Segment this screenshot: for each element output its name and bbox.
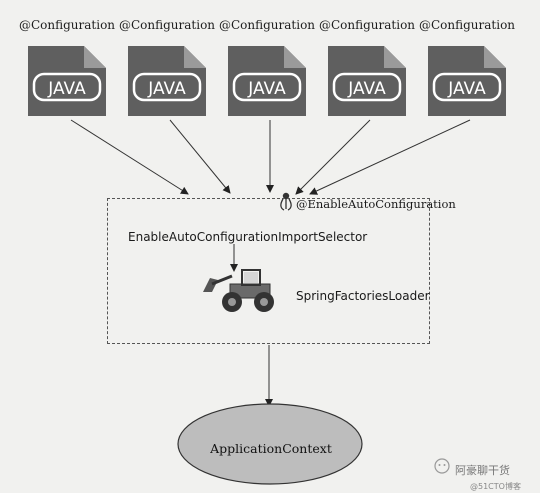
enable-auto-configuration-label: @EnableAutoConfiguration: [296, 197, 456, 211]
configuration-label-2: @Configuration: [118, 18, 216, 32]
arrow-config-4: [295, 119, 371, 195]
auto-configuration-container: [107, 198, 430, 344]
java-file-icon-1: JAVA: [28, 46, 106, 116]
configuration-label-3: @Configuration: [218, 18, 316, 32]
wechat-logo-icon: [434, 458, 450, 474]
arrow-config-1: [70, 119, 189, 195]
configuration-label-5: @Configuration: [418, 18, 516, 32]
java-file-icon-2: JAVA: [128, 46, 206, 116]
java-text: JAVA: [147, 79, 186, 99]
java-file-icon-5: JAVA: [428, 46, 506, 116]
java-text: JAVA: [47, 79, 86, 99]
configuration-label-4: @Configuration: [318, 18, 416, 32]
application-context-label: ApplicationContext: [210, 441, 332, 456]
annotation-glyph-icon: [280, 192, 292, 211]
loader-truck-icon: [203, 269, 274, 312]
java-text: JAVA: [447, 79, 486, 99]
configuration-label-1: @Configuration: [18, 18, 116, 32]
java-file-icon-4: JAVA: [328, 46, 406, 116]
java-text: JAVA: [347, 79, 386, 99]
arrow-config-2: [169, 119, 231, 194]
watermark-title: 阿豪聊干货: [455, 464, 510, 477]
java-text: JAVA: [247, 79, 286, 99]
java-file-icon-3: JAVA: [228, 46, 306, 116]
import-selector-label: EnableAutoConfigurationImportSelector: [128, 230, 368, 244]
spring-factories-loader-label: SpringFactoriesLoader: [296, 289, 430, 303]
arrow-config-5: [309, 119, 471, 195]
application-context-ellipse: [177, 403, 363, 485]
watermark-source: @51CTO博客: [470, 482, 521, 491]
